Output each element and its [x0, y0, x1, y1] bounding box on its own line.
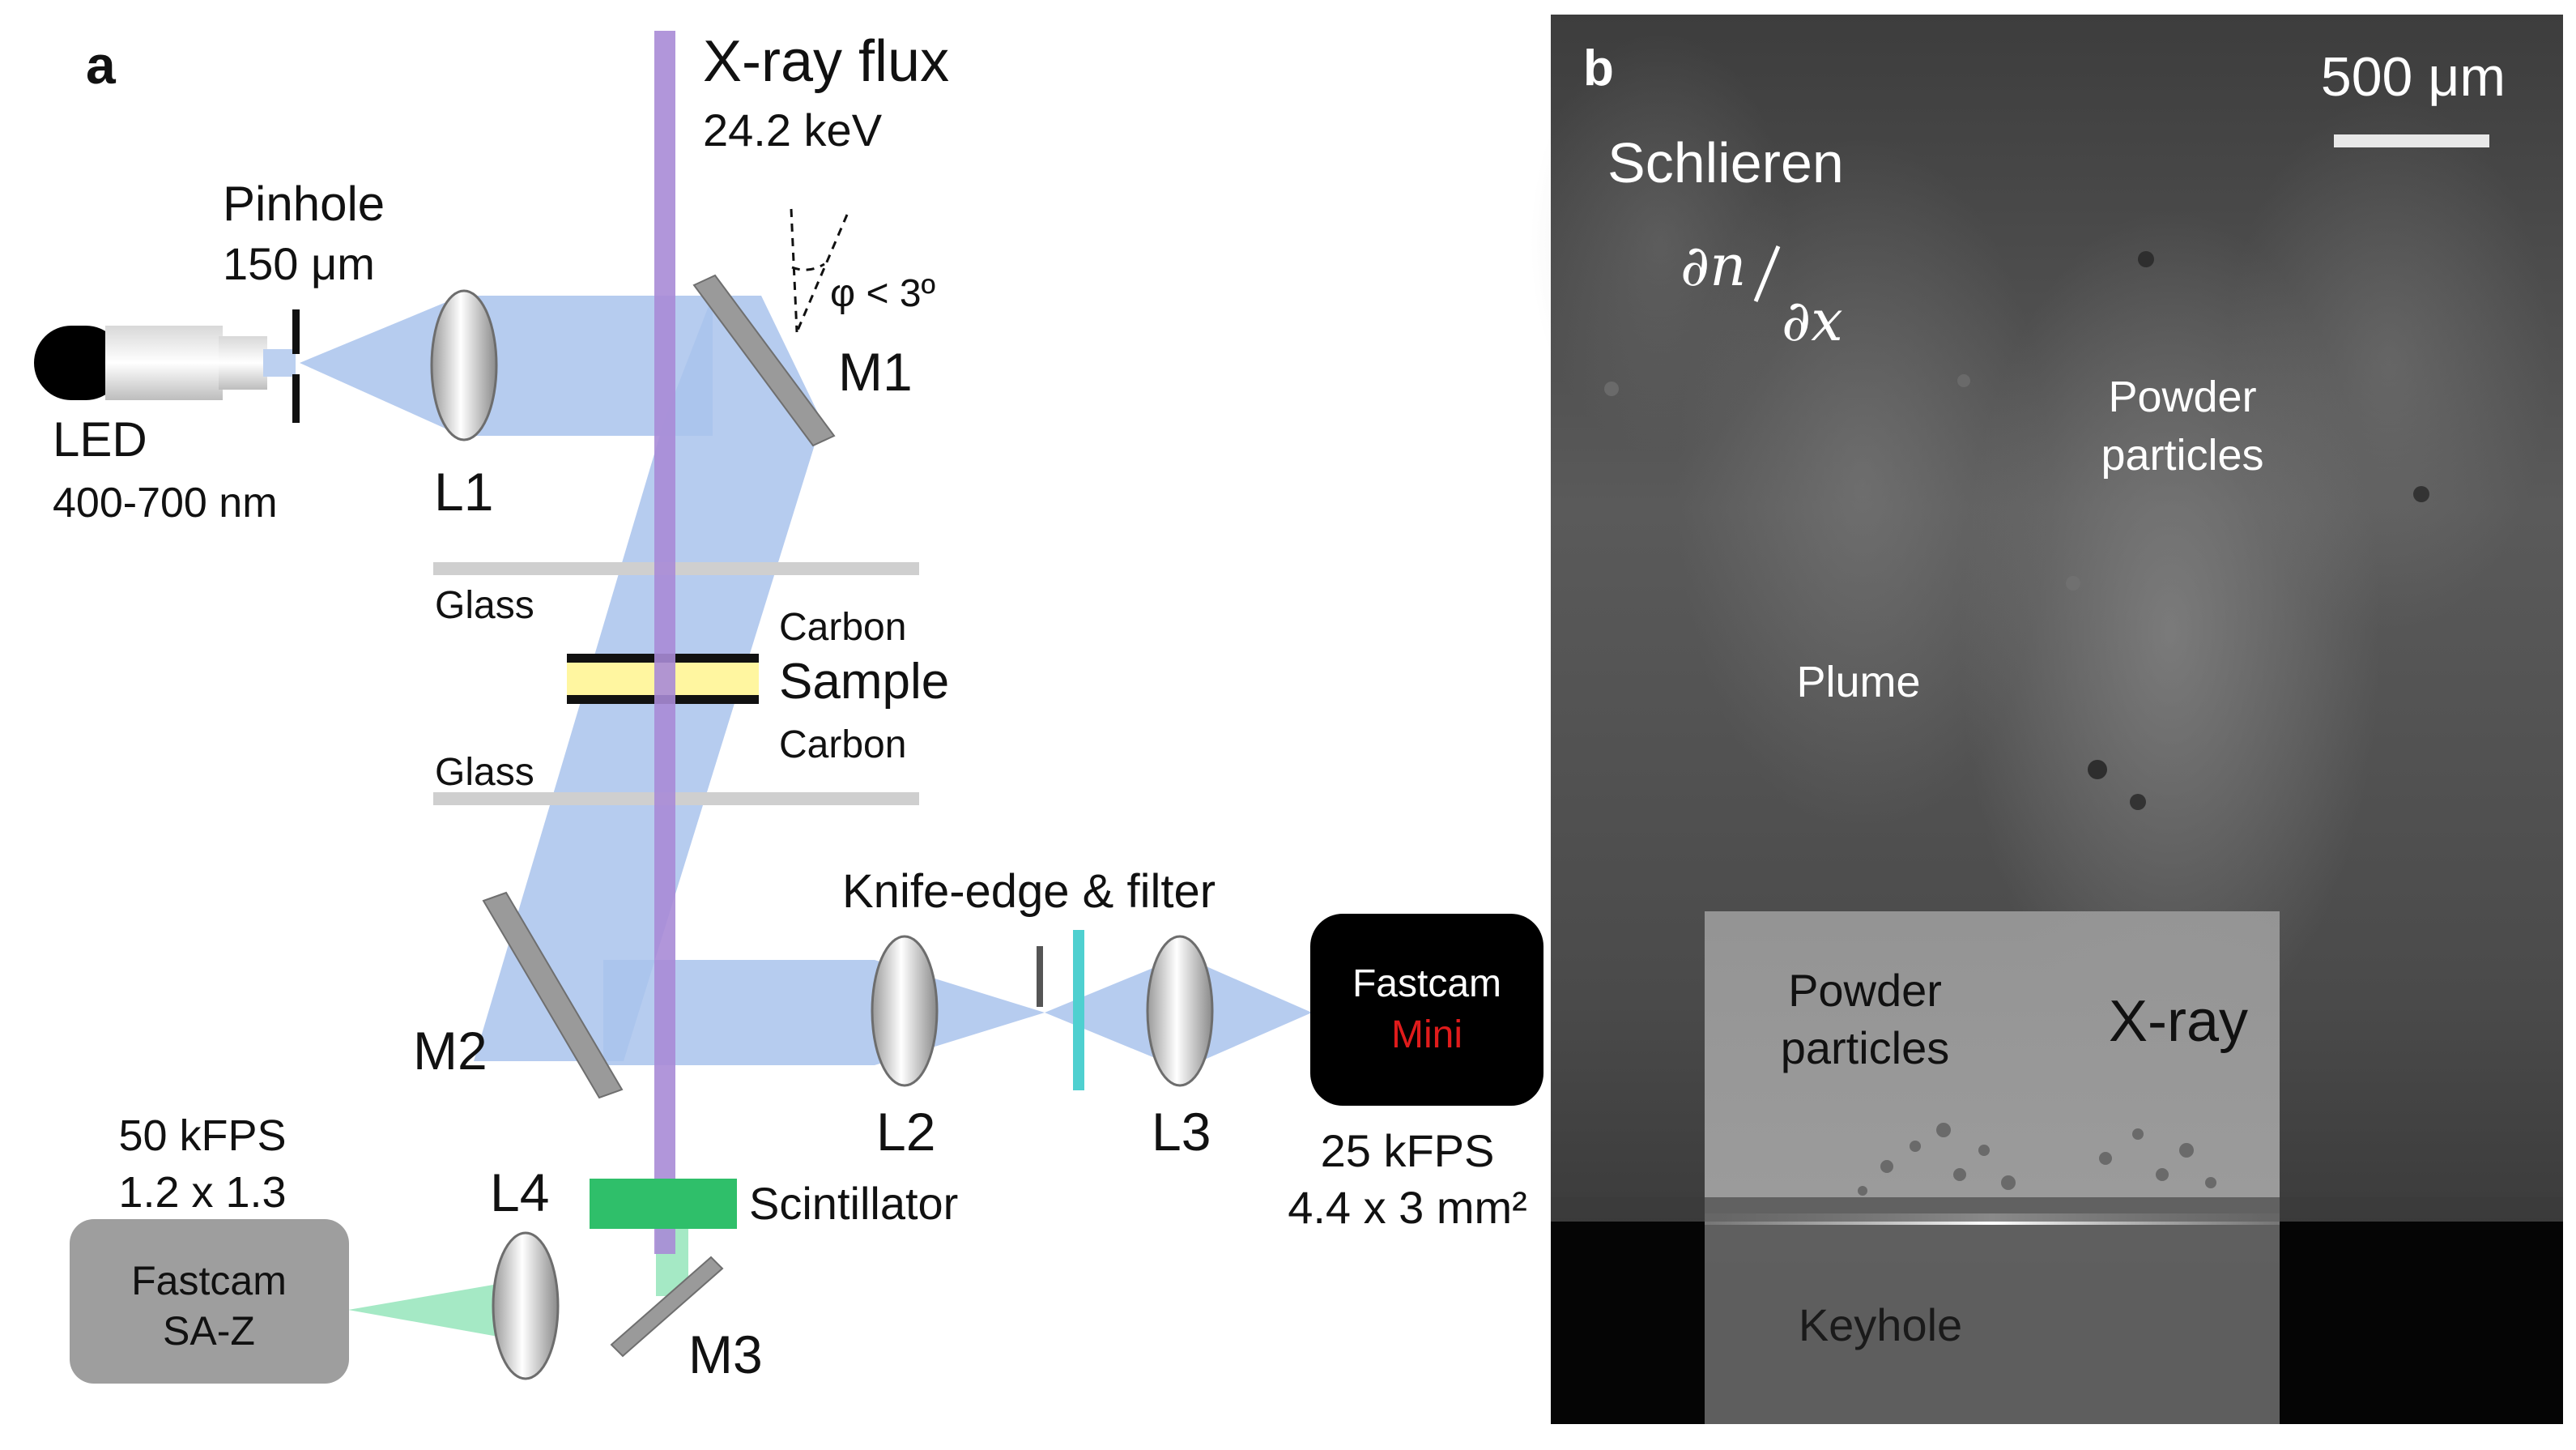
keyhole-region: [1705, 1222, 2280, 1424]
lens-l3-label: L3: [1152, 1102, 1211, 1162]
particle-dark: [2088, 760, 2107, 779]
glass-plate-top: [433, 562, 919, 575]
pinhole-blade-bottom: [292, 374, 300, 423]
fastcam-saz-fps: 50 kFPS: [118, 1111, 286, 1160]
led-neck: [219, 336, 267, 390]
scintillator: [590, 1179, 737, 1229]
beam-m2-l2: [603, 960, 875, 1065]
xray-beam: [654, 31, 675, 1254]
led-tip: [263, 349, 296, 377]
particle-light: [2066, 576, 2080, 591]
powder-particles-inset-line1: Powder: [1788, 965, 1942, 1016]
panel-a: a Glass Glass Carbon Sample Carbon: [34, 29, 1543, 1384]
schlieren-label: Schlieren: [1607, 131, 1844, 194]
lens-l4-label: L4: [490, 1162, 549, 1222]
lens-l4: [492, 1231, 560, 1380]
carbon-top-label: Carbon: [779, 606, 906, 649]
particle-dark: [2130, 794, 2146, 810]
powder-particles-top-line2: particles: [2101, 431, 2263, 480]
powder-particles-inset-line2: particles: [1781, 1022, 1950, 1073]
particle-dark: [2138, 251, 2154, 267]
ejected-powder-particles: [1858, 1123, 2216, 1196]
particle-dark: [2413, 486, 2429, 502]
powder-bed-layer: [1551, 1197, 2563, 1222]
led-cap: [34, 326, 123, 400]
pinhole-blade-top: [292, 309, 300, 354]
beam-cone-pinhole-l1: [300, 296, 462, 436]
derivative-numerator: ∂n: [1680, 232, 1746, 299]
beam-cone-focus-l3: [1045, 956, 1182, 1069]
angle-tilted-line: [795, 214, 849, 333]
xray-image-label: X-ray: [2109, 989, 2248, 1054]
fastcam-mini-area: 4.4 x 3 mm²: [1288, 1182, 1527, 1233]
mirror-m3: [610, 1256, 724, 1358]
fastcam-mini: [1310, 914, 1543, 1106]
xray-flux-title: X-ray flux: [703, 29, 949, 94]
beam-cone-l3-camera: [1182, 956, 1312, 1069]
lens-l1-label: L1: [434, 462, 493, 522]
led-label: LED: [53, 412, 147, 467]
glass-top-label: Glass: [435, 584, 534, 627]
flow-streak-top: [1531, 32, 1790, 454]
flow-streak-right: [2227, 97, 2551, 632]
knife-edge: [1037, 946, 1043, 1007]
pinhole-size-label: 150 μm: [223, 238, 375, 289]
glass-bottom-label: Glass: [435, 751, 534, 794]
angle-arc: [791, 262, 825, 271]
fastcam-saz: [70, 1219, 349, 1384]
particle-light: [1957, 374, 1970, 387]
fastcam-mini-line2: Mini: [1391, 1013, 1463, 1056]
angle-indicator: [790, 208, 849, 333]
lens-l1: [430, 289, 498, 441]
angle-label: φ < 3º: [830, 272, 935, 315]
mirror-m1-label: M1: [838, 342, 913, 402]
powder-particles-top-line1: Powder: [2108, 373, 2256, 421]
fastcam-mini-line1: Fastcam: [1352, 962, 1501, 1005]
panel-b: b 500 μm Schlieren ∂n ∂x Powder particle…: [1531, 15, 2563, 1424]
carbon-bottom-label: Carbon: [779, 723, 906, 766]
schlieren-texture: [1531, 32, 2551, 1053]
mirror-m3-label: M3: [688, 1324, 763, 1384]
panel-b-letter: b: [1583, 41, 1614, 96]
pinhole-label: Pinhole: [223, 177, 385, 231]
fastcam-saz-line1: Fastcam: [131, 1258, 287, 1303]
scale-bar-label: 500 μm: [2321, 46, 2506, 108]
panel-a-letter: a: [86, 35, 117, 95]
fastcam-mini-fps: 25 kFPS: [1321, 1125, 1495, 1176]
knife-edge-label: Knife-edge & filter: [842, 865, 1216, 918]
glass-plate-bottom: [433, 792, 919, 805]
scale-bar: [2334, 134, 2489, 147]
beam-diagonal: [474, 421, 822, 1061]
lens-l2-label: L2: [876, 1102, 935, 1162]
derivative-slash: [1753, 245, 1781, 302]
mirror-m2-label: M2: [413, 1021, 488, 1081]
particle-light: [1604, 382, 1619, 396]
led-body: [105, 326, 223, 400]
lens-l2: [871, 935, 939, 1087]
fastcam-saz-line2: SA-Z: [163, 1308, 255, 1354]
mirror-m2: [482, 891, 624, 1099]
derivative-denominator: ∂x: [1782, 288, 1843, 354]
mirror-m1: [692, 274, 836, 447]
pinhole: [292, 309, 300, 423]
beam-scintillator-to-saz: [348, 1284, 498, 1337]
led-range-label: 400-700 nm: [53, 480, 278, 527]
optical-filter: [1073, 930, 1084, 1090]
plume-label: Plume: [1796, 658, 1920, 706]
scintillator-label: Scintillator: [749, 1178, 958, 1229]
sample-label: Sample: [779, 654, 949, 710]
led-source: [34, 326, 296, 400]
fastcam-saz-area: 1.2 x 1.3: [118, 1168, 286, 1217]
angle-reference-line: [790, 208, 798, 333]
xray-energy-label: 24.2 keV: [703, 104, 883, 156]
lens-l3: [1146, 935, 1214, 1087]
keyhole-label: Keyhole: [1799, 1299, 1962, 1350]
